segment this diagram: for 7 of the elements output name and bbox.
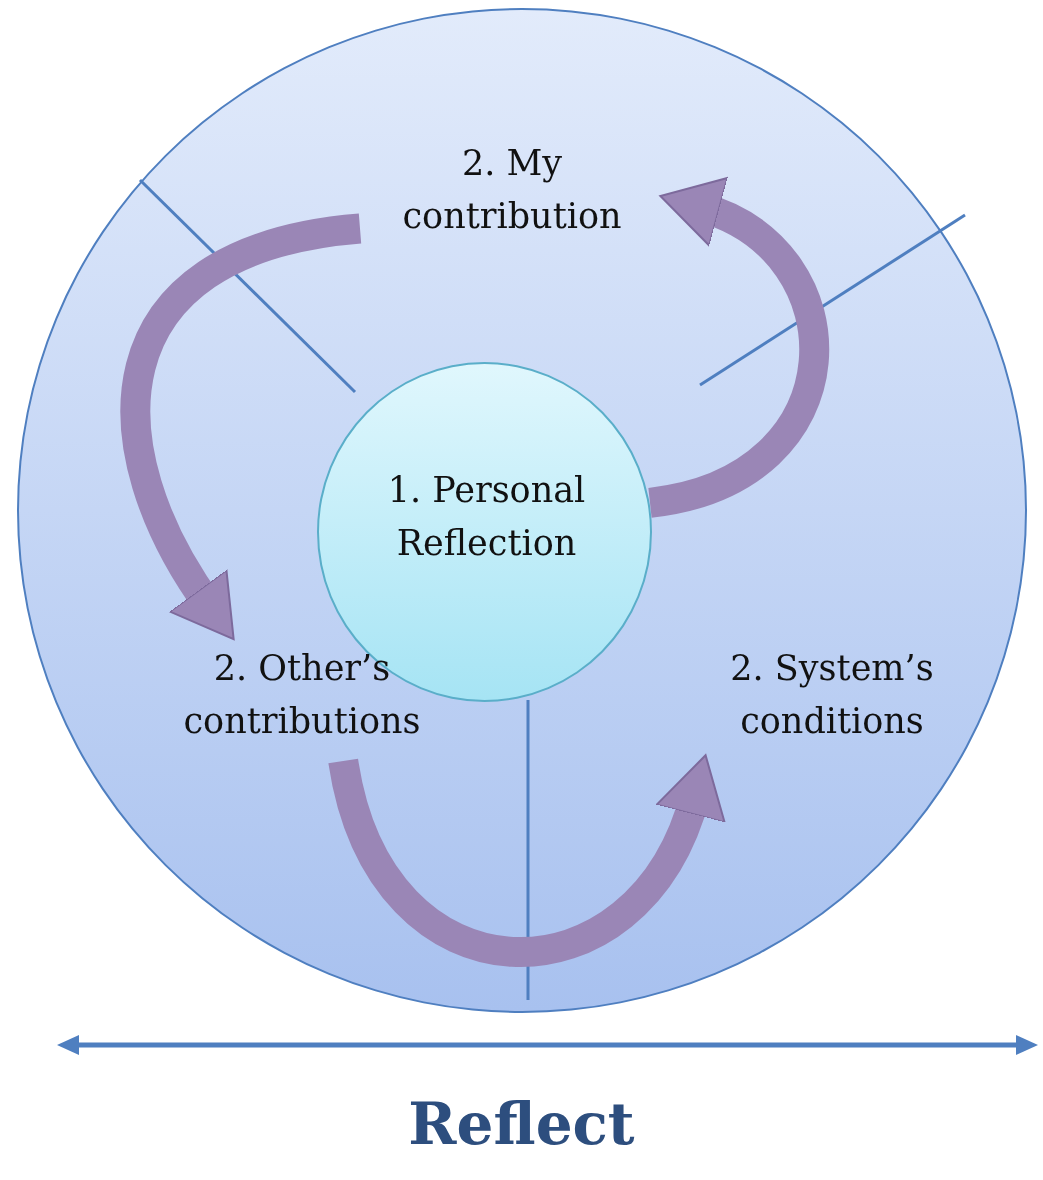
axis-title: Reflect — [407, 1090, 636, 1158]
center-label: 1. Personal Reflection — [386, 469, 587, 565]
sector-label: 2. My contribution — [362, 137, 662, 247]
sector-label: 2. System’s conditions — [672, 642, 992, 752]
sector-label: 2. Other’s contributions — [122, 642, 482, 752]
curved-arrow — [328, 755, 723, 967]
curved-arrow — [120, 213, 363, 642]
